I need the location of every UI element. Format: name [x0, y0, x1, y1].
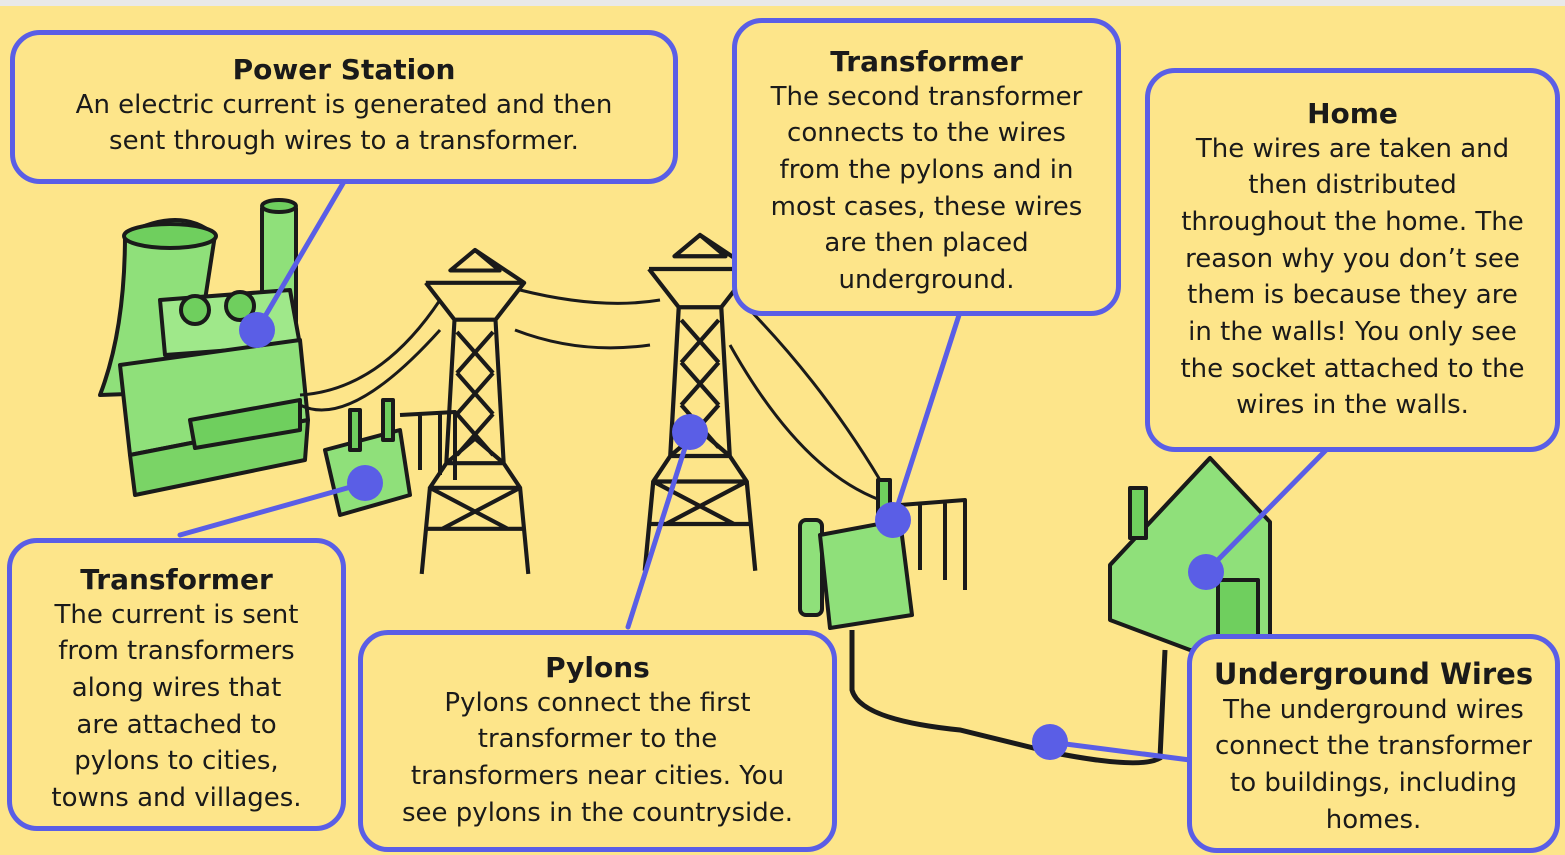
first-transformer-marker [347, 465, 383, 501]
diagram-canvas: Power Station An electric current is gen… [0, 6, 1565, 855]
first-transformer-illustration [323, 398, 457, 517]
second-transformer-callout: Transformer The second transformer conne… [732, 18, 1121, 316]
underground-wires-title: Underground Wires [1213, 657, 1534, 691]
power-station-illustration [98, 198, 310, 497]
pylons-marker [672, 414, 708, 450]
home-title: Home [1307, 97, 1398, 130]
second-transformer-illustration [798, 478, 967, 630]
power-station-callout: Power Station An electric current is gen… [10, 30, 678, 184]
pylons-text: Pylons connect the first transformer to … [402, 687, 793, 828]
home-text: The wires are taken and then distributed… [1180, 133, 1525, 421]
home-callout: Home The wires are taken and then distri… [1145, 68, 1560, 452]
second-transformer-marker [875, 502, 911, 538]
home-marker [1188, 554, 1224, 590]
callout-connectors [177, 177, 1333, 763]
power-station-text: An electric current is generated and the… [75, 89, 613, 157]
second-transformer-text: The second transformer connects to the w… [770, 81, 1083, 295]
overhead-wires [299, 288, 882, 502]
power-station-title: Power Station [232, 53, 456, 86]
pylons-title: Pylons [545, 651, 650, 684]
pylons-callout: Pylons Pylons connect the first transfor… [358, 630, 837, 852]
underground-wires-text: The underground wires connect the transf… [1215, 694, 1532, 835]
home-illustration [1108, 456, 1272, 652]
power-station-marker [239, 312, 275, 348]
underground-wires-marker [1032, 724, 1068, 760]
underground-wire [849, 630, 1168, 766]
first-transformer-text: The current is sent from transformers al… [51, 599, 302, 813]
underground-wires-callout: Underground Wires The underground wires … [1187, 634, 1560, 853]
second-transformer-title: Transformer [830, 45, 1023, 78]
first-transformer-callout: Transformer The current is sent from tra… [7, 538, 346, 831]
first-transformer-title: Transformer [80, 563, 273, 596]
illustration [98, 177, 1333, 766]
